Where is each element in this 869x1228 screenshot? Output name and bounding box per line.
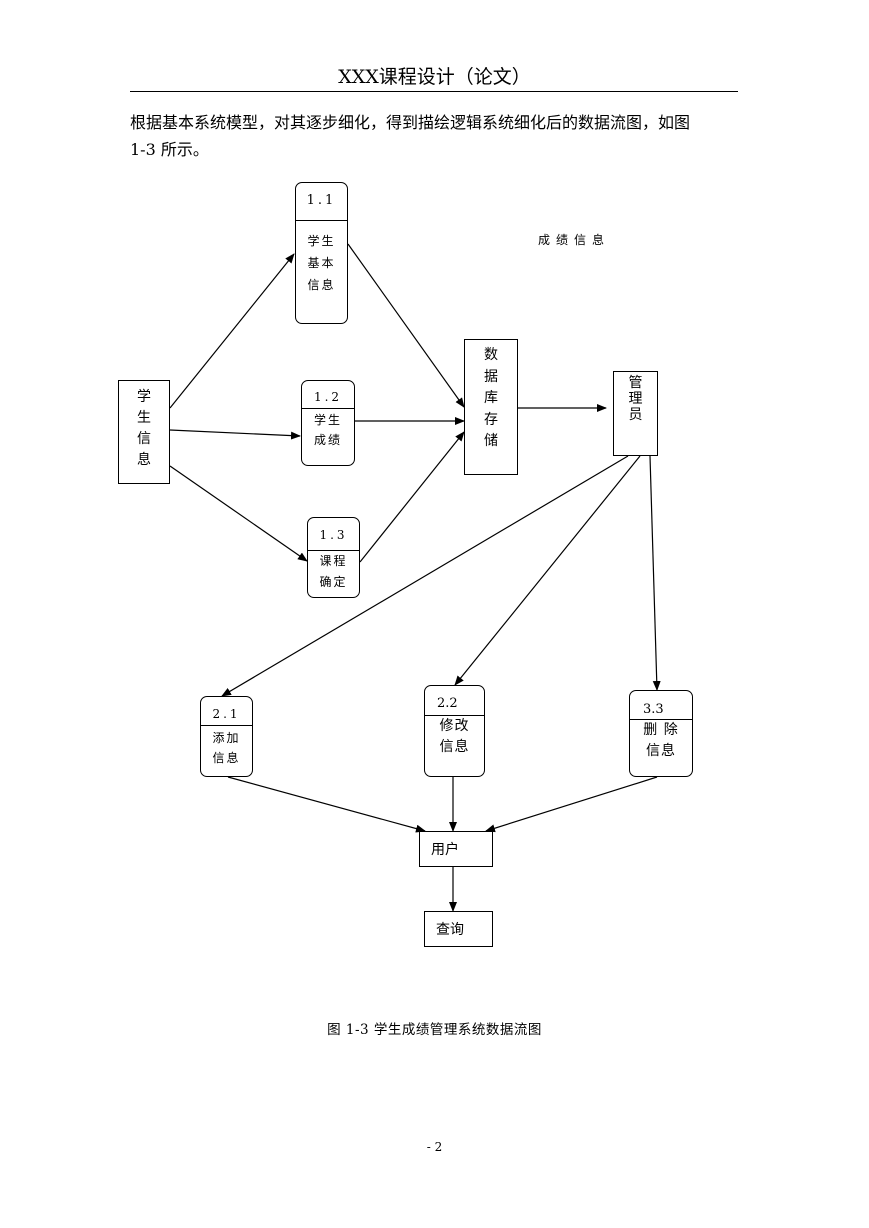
intro-line-2: 1-3 所示。	[130, 140, 209, 159]
arrow-student-to-1-3	[169, 465, 308, 562]
page-number: - 2	[426, 1140, 443, 1154]
process-1-3-label: 课程 确定	[319, 554, 348, 589]
process-1-1-label: 学生 基本 信息	[307, 234, 336, 292]
process-1-2: 1.2 学生 成绩	[301, 380, 355, 466]
process-1-1: 1.1 学生 基本 信息	[295, 182, 348, 324]
arrow-student-to-1-2	[169, 429, 301, 440]
process-2-2-number: 2.2	[425, 686, 484, 716]
arrow-admin-to-3-3	[649, 455, 661, 691]
arrow-1-3-to-db	[359, 431, 465, 563]
entity-student-info: 学 生 信 息	[118, 380, 170, 484]
arrow-admin-to-2-1	[221, 455, 629, 697]
entity-user: 用户	[419, 831, 493, 867]
process-3-3: 3.3 删 除 信息	[629, 690, 693, 777]
process-1-3-number: 1.3	[308, 518, 359, 551]
process-3-3-label: 删 除 信息	[643, 722, 679, 759]
header-divider	[130, 91, 738, 92]
entity-query-label: 查询	[436, 922, 464, 938]
process-2-1: 2.1 添加 信息	[200, 696, 253, 777]
grade-info-label: 成绩信息	[538, 233, 611, 247]
arrow-admin-to-2-2	[454, 455, 641, 686]
entity-query: 查询	[424, 911, 493, 947]
process-2-2: 2.2 修改 信息	[424, 685, 485, 777]
entity-student-info-label: 学 生 信 息	[137, 389, 151, 468]
arrow-2-1-to-user	[227, 776, 426, 833]
arrow-1-1-to-db	[347, 243, 465, 408]
datastore-database-label: 数 据 库 存 储	[484, 347, 498, 449]
figure-caption: 图 1-3 学生成绩管理系统数据流图	[327, 1022, 542, 1038]
intro-line-1: 根据基本系统模型，对其逐步细化，得到描绘逻辑系统细化后的数据流图，如图	[130, 113, 691, 132]
process-1-1-number: 1.1	[296, 183, 347, 221]
arrow-student-to-1-1	[169, 253, 295, 409]
datastore-database: 数 据 库 存 储	[464, 339, 518, 475]
entity-admin-label: 管 理 员	[628, 375, 643, 423]
intro-paragraph: 根据基本系统模型，对其逐步细化，得到描绘逻辑系统细化后的数据流图，如图 1-3 …	[130, 109, 750, 163]
entity-user-label: 用户	[431, 842, 459, 858]
process-2-1-label: 添加 信息	[212, 731, 241, 765]
process-1-2-number: 1.2	[302, 381, 354, 409]
process-2-2-label: 修改 信息	[439, 718, 470, 755]
process-2-1-number: 2.1	[201, 697, 252, 726]
process-1-3: 1.3 课程 确定	[307, 517, 360, 598]
page-header-title: XXX课程设计（论文）	[338, 66, 531, 88]
entity-admin: 管 理 员	[613, 371, 658, 456]
process-1-2-label: 学生 成绩	[313, 413, 342, 447]
arrow-3-3-to-user	[485, 776, 658, 833]
process-3-3-number: 3.3	[630, 691, 692, 720]
